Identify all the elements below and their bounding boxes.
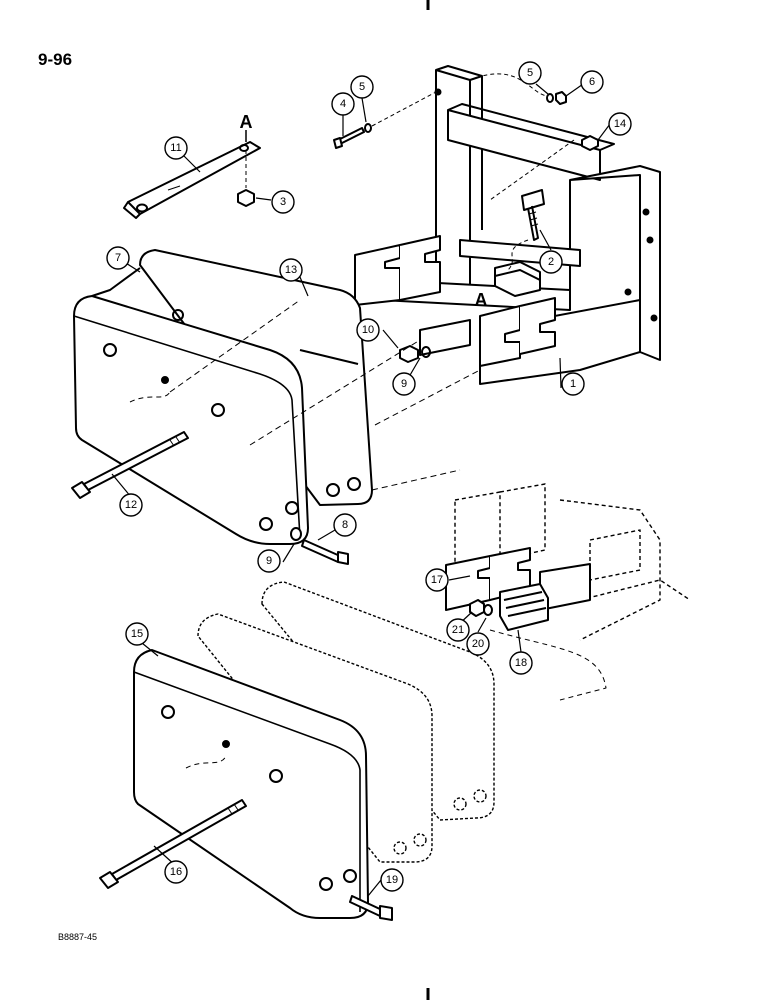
callout-13 <box>279 258 303 282</box>
callout-7-label: 7 <box>115 252 121 264</box>
callout-5b <box>518 61 542 85</box>
callout-16 <box>164 860 188 884</box>
bracket-bolt <box>521 189 545 241</box>
callout-6-label: 6 <box>589 76 595 88</box>
callout-17 <box>425 568 449 592</box>
callout-16-label: 16 <box>170 866 182 878</box>
callout-5b-label: 5 <box>527 67 533 79</box>
callout-14-label: 14 <box>614 118 626 130</box>
callout-4 <box>331 92 355 116</box>
upper-short-bolt <box>290 527 349 565</box>
callout-1 <box>561 372 585 396</box>
callout-15-label: 15 <box>131 628 143 640</box>
callout-20-label: 20 <box>472 638 484 650</box>
callout-19-label: 19 <box>386 874 398 886</box>
callout-5a <box>350 75 374 99</box>
clamp-pad <box>499 583 549 631</box>
callout-21 <box>446 618 470 642</box>
callout-19 <box>380 868 404 892</box>
callout-2-label: 2 <box>548 256 554 268</box>
callout-4-label: 4 <box>340 98 346 110</box>
callout-10-label: 10 <box>362 324 374 336</box>
callout-12 <box>119 493 143 517</box>
callout-11 <box>164 136 188 160</box>
callout-3-label: 3 <box>280 196 286 208</box>
callout-1-label: 1 <box>570 378 576 390</box>
callout-2 <box>539 250 563 274</box>
weight-bracket <box>354 65 661 385</box>
lower-long-bolt <box>99 799 247 889</box>
callout-9b-label: 9 <box>401 378 407 390</box>
callout-11-label: 11 <box>170 142 181 154</box>
callout-9a-label: 9 <box>266 555 272 567</box>
upper-long-bolt <box>71 431 189 499</box>
callout-7 <box>106 246 130 270</box>
lower-weight-front <box>133 649 369 919</box>
callout-14 <box>608 112 632 136</box>
callout-9a <box>257 549 281 573</box>
callout-10 <box>356 318 380 342</box>
callout-20 <box>466 632 490 656</box>
lock-nut <box>237 189 255 207</box>
clamp-bar <box>123 141 261 219</box>
shim-plates <box>445 547 591 611</box>
callout-13-label: 13 <box>285 264 297 276</box>
callout-15 <box>125 622 149 646</box>
callout-18-label: 18 <box>515 657 527 669</box>
callout-8 <box>333 513 357 537</box>
lower-short-bolt <box>349 895 393 921</box>
callout-8-label: 8 <box>342 519 348 531</box>
callout-5a-label: 5 <box>359 81 365 93</box>
callout-9b <box>392 372 416 396</box>
callout-18 <box>509 651 533 675</box>
callout-12-label: 12 <box>125 499 137 511</box>
callout-3 <box>271 190 295 214</box>
page-number: 9-96 <box>38 50 73 69</box>
section-mark-a-clamp-bar: A <box>240 112 253 132</box>
section-mark-a-bracket: A <box>475 290 488 310</box>
drawing-id: B8887-45 <box>58 932 98 942</box>
callout-6 <box>580 70 604 94</box>
callout-21-label: 21 <box>452 624 464 636</box>
callout-17-label: 17 <box>431 574 443 586</box>
upper-weight-front <box>73 267 309 545</box>
